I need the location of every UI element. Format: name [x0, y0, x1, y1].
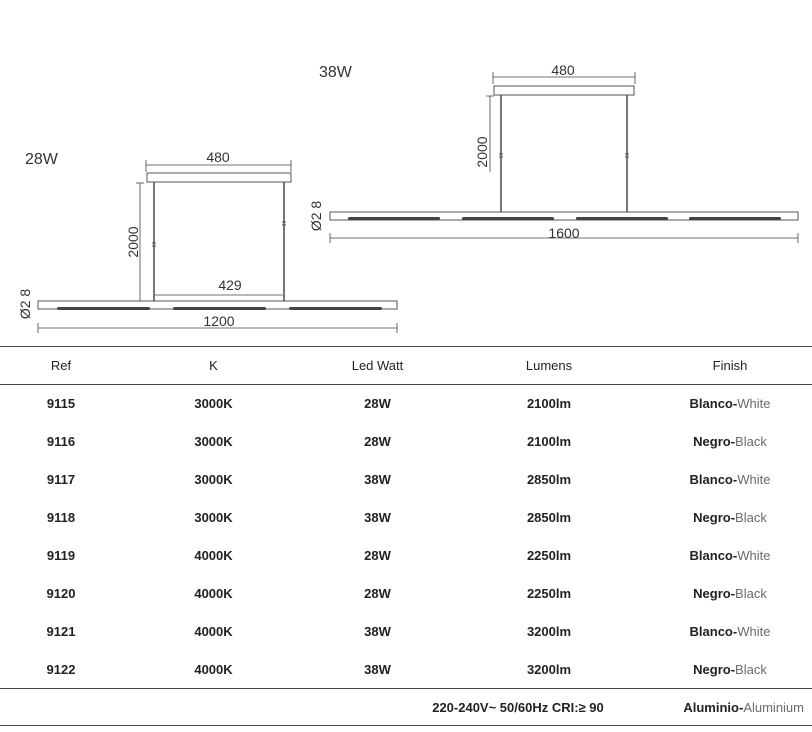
header-finish: Finish: [648, 346, 812, 385]
cell-k: 4000K: [194, 623, 233, 639]
cell-watt: 28W: [364, 396, 391, 412]
cell-finish: Blanco-White: [689, 548, 771, 563]
finish-es: Negro: [693, 585, 731, 601]
table-header: Ref K Led Watt Lumens Finish: [0, 346, 812, 385]
finish-es: Blanco: [689, 623, 733, 639]
canopy-width-label-28w: 480: [206, 149, 230, 165]
cell-watt: 28W: [364, 585, 391, 601]
canopy-width-label-38w: 480: [551, 62, 575, 78]
finish-es: Negro: [693, 661, 731, 677]
header-ref: Ref: [0, 346, 122, 385]
cell-finish: Negro-Black: [693, 661, 767, 677]
cell-k: 4000K: [194, 548, 233, 563]
cell-finish: Negro-Black: [693, 434, 767, 450]
finish-en: Black: [735, 661, 767, 677]
power-label-28w: 28W: [25, 151, 59, 168]
cell-lumens: 2850lm: [526, 472, 572, 488]
cell-lumens: 3200lm: [526, 661, 572, 677]
material-finish: Aluminio-Aluminium: [648, 688, 812, 727]
cell-lumens: 2100lm: [526, 396, 572, 412]
table-row: 9121 4000K 38W 3200lm Blanco-White: [0, 612, 812, 650]
cell-k: 4000K: [194, 585, 233, 601]
cell-k: 3000K: [194, 472, 233, 488]
table-row: 9122 4000K 38W 3200lm Negro-Black: [0, 650, 812, 688]
cell-lumens: 2850lm: [526, 510, 572, 526]
cell-ref: 9118: [46, 510, 76, 526]
cell-watt: 38W: [364, 661, 391, 677]
canopy-38w: [493, 85, 635, 96]
cell-watt: 38W: [364, 472, 391, 488]
finish-en: Black: [735, 510, 767, 526]
finish-en: White: [737, 472, 771, 488]
lamp-drawing-38w: 38W 480 2000 Ø2 8 1600: [308, 62, 799, 243]
cell-k: 4000K: [194, 661, 233, 677]
length-label-28w: 1200: [203, 313, 234, 329]
cell-lumens: 3200lm: [526, 623, 572, 639]
cell-ref: 9121: [46, 623, 76, 639]
cell-k: 3000K: [194, 396, 233, 412]
electrical-spec: 220-240V~ 50/60Hz CRI:≥ 90: [305, 688, 648, 727]
cell-lumens: 2100lm: [526, 434, 572, 450]
finish-es: Blanco: [689, 396, 733, 412]
cell-finish: Blanco-White: [689, 396, 771, 412]
lamp-body-38w: [329, 211, 799, 221]
cell-ref: 9120: [46, 585, 76, 601]
cell-watt: 28W: [364, 548, 391, 563]
table-row: 9117 3000K 38W 2850lm Blanco-White: [0, 461, 812, 499]
finish-es: Blanco: [689, 548, 733, 563]
cell-ref: 9115: [46, 396, 76, 412]
cell-watt: 38W: [364, 623, 391, 639]
cell-ref: 9116: [46, 434, 76, 450]
header-k: K: [122, 346, 305, 385]
finish-es: Negro: [693, 510, 731, 526]
cell-finish: Negro-Black: [693, 510, 767, 526]
cell-k: 3000K: [194, 434, 233, 450]
cell-ref: 9122: [46, 661, 76, 677]
cable-length-label-38w: 2000: [474, 136, 490, 167]
cell-lumens: 2250lm: [526, 585, 572, 601]
canopy-28w: [146, 172, 292, 183]
cell-finish: Blanco-White: [689, 623, 771, 639]
cell-watt: 38W: [364, 510, 391, 526]
lamp-drawing-28w: 28W 480 2000 429 Ø2 8 1200: [17, 149, 398, 333]
cell-ref: 9119: [46, 548, 76, 563]
finish-en: Black: [735, 434, 767, 450]
cable-length-label-28w: 2000: [125, 226, 141, 257]
finish-es: Negro: [693, 434, 731, 450]
finish-es: Blanco: [689, 472, 733, 488]
cell-finish: Blanco-White: [689, 472, 771, 488]
table-footer: 220-240V~ 50/60Hz CRI:≥ 90 Aluminio-Alum…: [0, 688, 812, 727]
table-row: 9116 3000K 28W 2100lm Negro-Black: [0, 423, 812, 461]
header-led-watt: Led Watt: [305, 346, 450, 385]
profile-label-28w: Ø2 8: [17, 289, 33, 320]
cell-lumens: 2250lm: [526, 548, 572, 563]
cell-ref: 9117: [46, 472, 76, 488]
inner-span-label-28w: 429: [218, 277, 242, 293]
technical-drawings: 28W 480 2000 429 Ø2 8 1200: [17, 62, 799, 333]
power-label-38w: 38W: [319, 64, 353, 81]
table-row: 9119 4000K 28W 2250lm Blanco-White: [0, 537, 812, 575]
profile-label-38w: Ø2 8: [308, 201, 324, 232]
spec-table: Ref K Led Watt Lumens Finish 9115 3000K …: [0, 346, 812, 727]
table-row: 9115 3000K 28W 2100lm Blanco-White: [0, 385, 812, 423]
cell-k: 3000K: [194, 510, 233, 526]
cell-finish: Negro-Black: [693, 585, 767, 601]
material-es: Aluminio: [683, 699, 739, 715]
material-en: Aluminium: [743, 699, 804, 715]
finish-en: White: [737, 623, 771, 639]
length-label-38w: 1600: [548, 225, 579, 241]
header-lumens: Lumens: [450, 346, 648, 385]
electrical-spec-text: 220-240V~ 50/60Hz CRI:≥ 90: [432, 699, 604, 715]
table-row: 9118 3000K 38W 2850lm Negro-Black: [0, 499, 812, 537]
table-row: 9120 4000K 28W 2250lm Negro-Black: [0, 574, 812, 612]
finish-en: Black: [735, 585, 767, 601]
cell-watt: 28W: [364, 434, 391, 450]
finish-en: White: [737, 396, 771, 412]
finish-en: White: [737, 548, 771, 563]
